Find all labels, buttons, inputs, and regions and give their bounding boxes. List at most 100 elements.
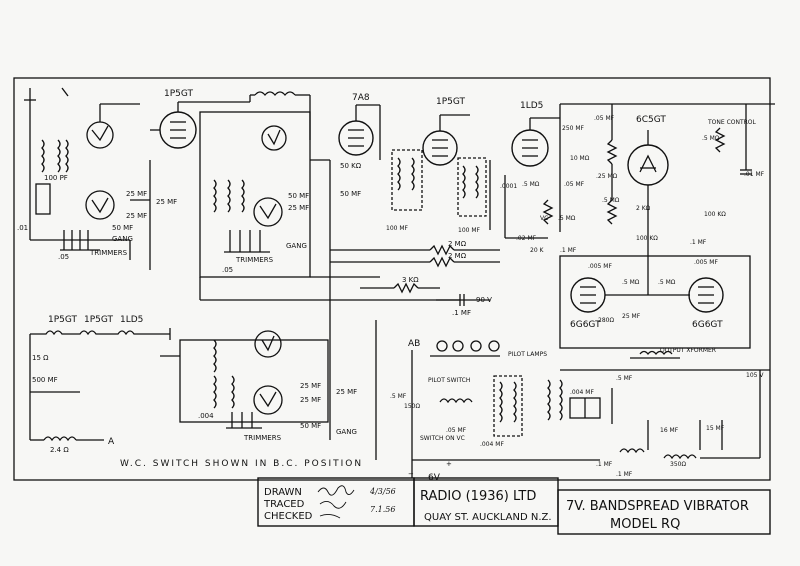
- label-5mf: .5 MF: [390, 393, 407, 400]
- tube-v5: 6C5GT: [627, 115, 669, 186]
- label-gang-c: GANG: [336, 428, 357, 436]
- tb-address: QUAY ST. AUCKLAND N.Z.: [424, 512, 552, 523]
- sw-oscillator-section: [179, 330, 329, 429]
- drawing-frame: [13, 77, 771, 481]
- label-25mf-h: 25 MF: [336, 388, 357, 396]
- wave-switch-2: [85, 190, 115, 220]
- label-15a: 15 Ω: [32, 354, 49, 362]
- label-5mo-d: .5 MΩ: [658, 279, 676, 286]
- label-004mf: .004 MF: [480, 441, 504, 448]
- label-25mf-c: 25 MF: [156, 198, 177, 206]
- label-01mf: .01 MF: [744, 171, 765, 178]
- amp-components: .25 MΩ .5 MΩ 2 KΩ 100 KΩ: [596, 104, 658, 242]
- label-350o: 350Ω: [670, 461, 686, 468]
- label-output-xformer: OUTPUT XFORMER: [660, 347, 716, 354]
- output-stage-box: [559, 255, 751, 349]
- output-transformer: [630, 350, 680, 359]
- tb-model: MODEL RQ: [610, 517, 680, 532]
- filament-string: 1P5GT 1P5GT 1LD5 15 Ω 500 MF 2.4 Ω A: [29, 315, 171, 454]
- tube-v3: 1P5GT: [422, 97, 466, 166]
- label-25mf-a: 25 MF: [126, 190, 147, 198]
- label-05mf: .05 MF: [594, 115, 615, 122]
- label-term-ab: AB: [408, 339, 420, 349]
- tube-v2: 7A8: [338, 93, 374, 156]
- tb-date-drawn: 4/3/56: [369, 487, 396, 496]
- tube-v6: 6G6GT: [570, 277, 606, 330]
- label-25mf-e: 25 MF: [622, 313, 641, 320]
- wave-switch-1: [86, 103, 140, 149]
- label-05-a: .05: [58, 253, 69, 261]
- tb-drawn: DRAWN: [264, 487, 302, 498]
- label-1mf-d: .1 MF: [596, 461, 613, 468]
- tube-v1: 1P5GT: [159, 89, 197, 149]
- resistor-network-agc: 2 MΩ 2 MΩ 3 KΩ: [330, 240, 500, 294]
- label-5mo-c: .5 MΩ: [622, 279, 640, 286]
- osc-coil-section: [199, 111, 311, 278]
- label-280o: 280Ω: [598, 317, 614, 324]
- label-05mf-c: .05 MF: [446, 427, 467, 434]
- label-gang-a: GANG: [112, 235, 133, 243]
- label-150ohm: 150Ω: [404, 403, 420, 410]
- if-transformer-1: 100 MF: [386, 149, 423, 232]
- hv-90v: 90 V .1 MF: [436, 294, 492, 317]
- label-vc: VC: [540, 215, 548, 222]
- fil-1ld5: 1LD5: [120, 315, 143, 325]
- label-500mf: 500 MF: [32, 376, 58, 384]
- if-transformer-2: 100 MF: [457, 157, 487, 234]
- label-100pf: 100 PF: [44, 174, 68, 182]
- label-100ka: 100 KΩ: [704, 211, 726, 218]
- fil-1p5-b: 1P5GT: [84, 315, 114, 325]
- tube-v7: 6G6GT: [688, 277, 724, 330]
- inductor-top: [178, 91, 311, 140]
- label-50mf-a: 50 MF: [112, 224, 133, 232]
- label-1mf-a: .1 MF: [452, 309, 471, 317]
- label-25mf-g: 25 MF: [300, 396, 321, 404]
- tube-v6-label: 6G6GT: [570, 320, 601, 330]
- label-105v: 105 V: [746, 372, 764, 379]
- label-1mf-c: .1 MF: [690, 239, 707, 246]
- label-2ko: 2 KΩ: [636, 205, 651, 212]
- label-100ko: 100 KΩ: [636, 235, 658, 242]
- label-100mf-b: 100 MF: [458, 227, 481, 234]
- label-250mf: 250 MF: [562, 125, 585, 132]
- label-plus: +: [446, 460, 452, 468]
- switch-note: W.C. SWITCH SHOWN IN B.C. POSITION: [120, 459, 363, 469]
- label-2mo-a: 2 MΩ: [448, 240, 467, 248]
- label-5mo-a: .5 MΩ: [522, 181, 540, 188]
- label-1mf-e: .1 MF: [616, 471, 633, 478]
- label-100mf-a: 100 MF: [386, 225, 409, 232]
- label-005mf-2: .005 MF: [694, 259, 718, 266]
- fil-1p5-a: 1P5GT: [48, 315, 78, 325]
- label-5mo-vc: .5 MΩ: [558, 215, 576, 222]
- label-05-b: .05: [222, 266, 233, 274]
- label-coil-24: 2.4 Ω: [50, 446, 69, 454]
- label-10mo: 10 MΩ: [570, 155, 590, 162]
- tube-v4: 1LD5: [511, 101, 549, 167]
- antenna-section: [24, 87, 69, 240]
- label-50mf-c: 50 MF: [340, 190, 361, 198]
- label-16mf: 16 MF: [660, 427, 679, 434]
- label-3ko: 3 KΩ: [402, 276, 419, 284]
- label-01: .01: [17, 224, 28, 232]
- label-5mo-tone: .5 MΩ: [702, 135, 720, 142]
- vibrator-transformer: [493, 375, 563, 437]
- label-50ka: 50 KΩ: [340, 162, 362, 170]
- label-tone-control: TONE CONTROL: [707, 119, 757, 126]
- label-005mf: .005 MF: [588, 263, 612, 270]
- label-gang-b: GANG: [286, 242, 307, 250]
- tube-v7-label: 6G6GT: [692, 320, 723, 330]
- label-20k: 20 K: [530, 247, 545, 254]
- label-1mf-b: .1 MF: [560, 247, 577, 254]
- label-50mf-d: 50 MF: [300, 422, 321, 430]
- label-trimmers-a2: TRIMMERS: [235, 256, 274, 264]
- detector-components: .0001 .5 MΩ 250 MF .05 MF 10 MΩ .05 MF V…: [489, 115, 615, 254]
- tb-signature: [317, 485, 355, 519]
- label-25mf-b: 25 MF: [126, 212, 147, 220]
- tb-checked: CHECKED: [264, 511, 313, 522]
- label-pilot-switch: PILOT SWITCH: [428, 377, 470, 384]
- label-90v: 90 V: [476, 296, 492, 304]
- vibrator-unit: .5 MF .004 MF: [569, 375, 633, 424]
- label-term-a: A: [108, 437, 115, 447]
- title-block: DRAWN TRACED CHECKED 4/3/56 7.1.56 RADIO…: [257, 477, 771, 535]
- label-pilot-lamps: PILOT LAMPS: [508, 351, 547, 358]
